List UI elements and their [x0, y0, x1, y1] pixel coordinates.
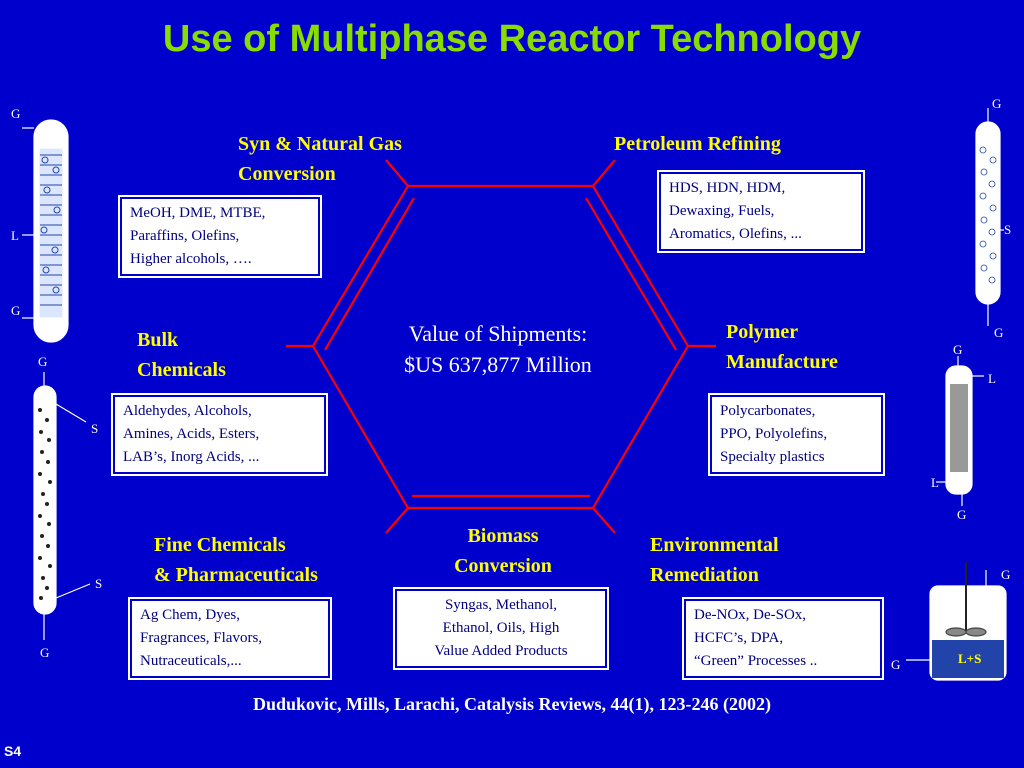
sector-polymer-title: Polymer Manufacture: [726, 317, 838, 377]
sector-syn-gas-title: Syn & Natural Gas Conversion: [238, 129, 402, 189]
reactor-2-s1-label: S: [91, 421, 99, 436]
reactor-2-top-label: G: [38, 354, 48, 369]
sector-fine-chemicals-box: Ag Chem, Dyes, Fragrances, Flavors, Nutr…: [128, 597, 332, 680]
box-line: Polycarbonates,: [720, 403, 816, 419]
box-line: Nutraceuticals,...: [140, 653, 242, 669]
reactor-3-top-label: G: [992, 96, 1002, 111]
reactor-5-inlet-label: G: [891, 657, 901, 672]
sector-title-line: Environmental: [650, 534, 779, 556]
reactor-1-mid-label: L: [11, 228, 19, 243]
box-line: Dewaxing, Fuels,: [669, 203, 775, 219]
sector-biomass-title: Biomass Conversion: [421, 521, 585, 581]
sector-title-line: Bulk: [137, 329, 179, 351]
citation: Dudukovic, Mills, Larachi, Catalysis Rev…: [253, 694, 771, 714]
box-line: Higher alcohols, ….: [130, 251, 252, 267]
sector-syn-gas-box: MeOH, DME, MTBE, Paraffins, Olefins, Hig…: [118, 195, 322, 278]
box-line: Fragrances, Flavors,: [140, 630, 263, 646]
reactor-5-contents-label: L+S: [958, 651, 982, 666]
box-line: Syngas, Methanol,: [444, 597, 558, 613]
reactor-1-bottom-label: G: [11, 303, 21, 318]
sector-petroleum-title: Petroleum Refining: [614, 129, 781, 159]
value-of-shipments: Value of Shipments: $US 637,877 Million: [360, 318, 636, 380]
slide-title: Use of Multiphase Reactor Technology: [162, 18, 862, 60]
box-line: HCFC’s, DPA,: [694, 630, 784, 646]
reactor-3-bottom-label: G: [994, 325, 1004, 340]
sector-bulk-title: Bulk Chemicals: [137, 325, 226, 385]
box-line: Specialty plastics: [720, 449, 825, 465]
reactor-2-bottom-label: G: [40, 645, 50, 660]
box-line: MeOH, DME, MTBE,: [130, 205, 266, 221]
sector-polymer-box: Polycarbonates, PPO, Polyolefins, Specia…: [708, 393, 885, 476]
sector-title-line: Conversion: [238, 163, 336, 185]
sector-petroleum-box: HDS, HDN, HDM, Dewaxing, Fuels, Aromatic…: [657, 170, 865, 253]
stirred-tank-reactor: [906, 562, 1007, 681]
center-line-1: Value of Shipments:: [408, 321, 588, 346]
box-line: Aromatics, Olefins, ...: [669, 226, 802, 242]
sector-title-line: Fine Chemicals: [154, 534, 286, 556]
reactor-3-side-label: S: [1004, 222, 1012, 237]
sector-environmental-title: Environmental Remediation: [650, 530, 779, 590]
sector-title-line: Petroleum Refining: [614, 133, 781, 155]
bubble-column-reactor: [33, 372, 91, 640]
box-line: Ethanol, Oils, High: [442, 620, 560, 636]
reactor-4-l2-label: L: [931, 475, 939, 490]
box-line: Ag Chem, Dyes,: [140, 607, 240, 623]
center-line-2: $US 637,877 Million: [404, 352, 592, 377]
sector-title-line: Conversion: [454, 555, 552, 577]
reactor-2-s2-label: S: [95, 576, 103, 591]
box-line: “Green” Processes ..: [694, 653, 818, 669]
sector-title-line: Polymer: [726, 321, 799, 343]
box-line: De-NOx, De-SOx,: [694, 607, 807, 623]
box-line: LAB’s, Inorg Acids, ...: [123, 449, 260, 465]
box-line: Value Added Products: [434, 643, 568, 659]
sector-bulk-box: Aldehydes, Alcohols, Amines, Acids, Este…: [111, 393, 328, 476]
trickle-bed-reactor: [975, 108, 1004, 326]
packed-bed-reactor: [936, 356, 984, 506]
sector-title-line: Manufacture: [726, 351, 838, 373]
box-line: Paraffins, Olefins,: [130, 228, 240, 244]
hexagon-frame: [286, 159, 716, 534]
box-line: PPO, Polyolefins,: [720, 426, 828, 442]
packed-column-reactor: [0, 98, 69, 343]
sector-biomass-box: Syngas, Methanol, Ethanol, Oils, High Va…: [393, 587, 609, 670]
box-line: Aldehydes, Alcohols,: [123, 403, 252, 419]
sector-title-line: Remediation: [650, 564, 759, 586]
sector-title-line: & Pharmaceuticals: [154, 564, 318, 586]
box-line: Amines, Acids, Esters,: [123, 426, 260, 442]
reactor-4-l1-label: L: [988, 371, 996, 386]
sector-fine-chemicals-title: Fine Chemicals & Pharmaceuticals: [154, 530, 318, 590]
sector-title-line: Biomass: [467, 525, 539, 547]
box-line: HDS, HDN, HDM,: [669, 180, 786, 196]
sector-title-line: Syn & Natural Gas: [238, 133, 402, 155]
slide-number: S4: [4, 743, 22, 759]
reactor-4-bottom-label: G: [957, 507, 967, 522]
reactor-4-top-label: G: [953, 342, 963, 357]
reactor-1-top-label: G: [11, 106, 21, 121]
sector-title-line: Chemicals: [137, 359, 226, 381]
reactor-5-top-label: G: [1001, 567, 1011, 582]
sector-environmental-box: De-NOx, De-SOx, HCFC’s, DPA, “Green” Pro…: [682, 597, 884, 680]
